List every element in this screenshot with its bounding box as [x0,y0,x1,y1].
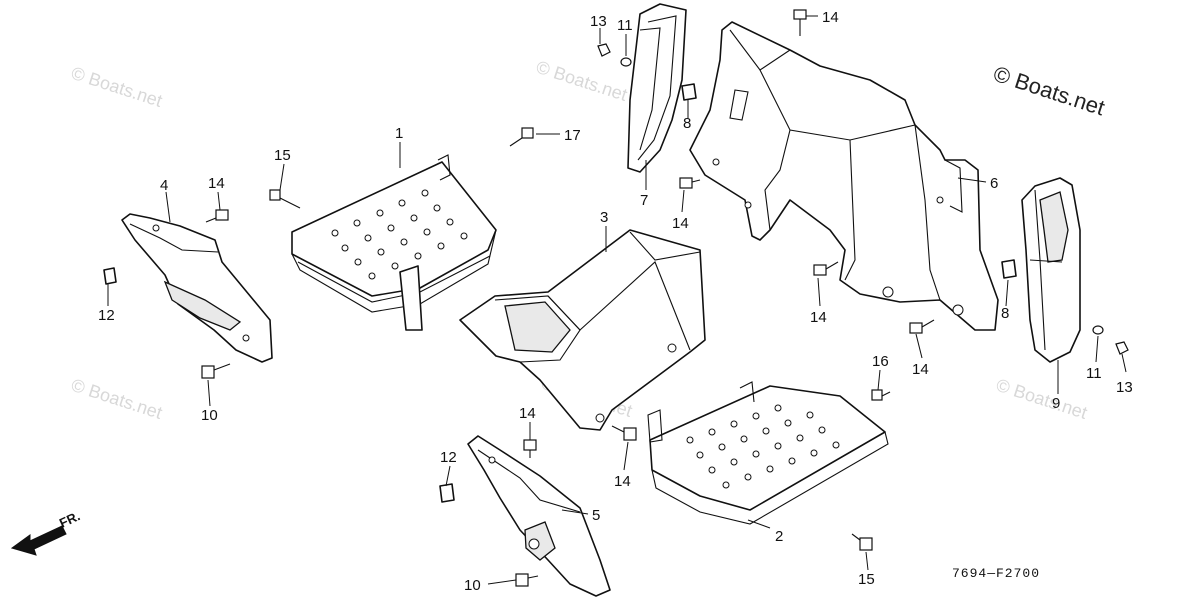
part-7-trim[interactable] [627,3,687,173]
clip-12b [439,483,455,503]
bolt-14-left [205,209,229,223]
callout-8b: 8 [1001,305,1009,322]
bolt-14-mid [679,177,701,189]
part-1-step-tray[interactable] [291,154,497,331]
nut-13a [597,43,611,57]
watermark: © Boats.net [69,63,165,111]
washer-11b [1092,325,1104,335]
bolt-16 [871,389,891,401]
bolts [201,9,935,587]
callout-6: 6 [990,175,998,192]
callout-1: 1 [395,125,403,142]
leader-lines [107,15,1127,585]
callout-13b: 13 [1116,379,1133,396]
callout-15b: 15 [858,571,875,588]
callout-14f: 14 [519,405,536,422]
callout-15a: 15 [274,147,291,164]
callout-11b: 11 [1086,365,1102,382]
clips-and-washers [103,43,1129,503]
callout-14b: 14 [208,175,225,192]
bolt-17 [509,127,534,147]
callout-14c: 14 [672,215,689,232]
part-4-side-cover[interactable] [121,213,273,363]
diagram-code: 7694—F2700 [952,566,1040,581]
watermark: © Boats.net [69,375,165,423]
callout-14a: 14 [822,9,839,26]
part-5-side-cover[interactable] [467,435,611,597]
callout-9: 9 [1052,395,1060,412]
front-direction-arrow: FR. [10,508,82,556]
callout-17: 17 [564,127,581,144]
callout-10b: 10 [464,577,481,594]
callout-5: 5 [592,507,600,524]
callout-4: 4 [160,177,168,194]
part-2-step-tray[interactable] [647,381,889,525]
part-3-center-duct[interactable] [459,229,706,431]
clip-12a [103,267,117,285]
watermark: © Boats.net [534,57,630,105]
bolt-15-bottom [851,533,873,551]
washer-11a [620,57,632,67]
callout-16: 16 [872,353,889,370]
tray-holes [686,404,840,489]
bolt-14-center [523,439,537,458]
callout-2: 2 [775,528,783,545]
callout-12a: 12 [98,307,115,324]
callout-3: 3 [600,209,608,226]
clip-8b [1001,259,1017,279]
tray-holes [331,189,468,280]
part-9-trim[interactable] [1021,177,1081,363]
watermark: © Boats.net [994,375,1090,423]
clip-8a [681,83,697,101]
bolt-14-top [793,9,807,36]
callout-12b: 12 [440,449,457,466]
direction-label: FR. [57,508,82,530]
brand-watermark: © Boats.net [990,61,1107,120]
arrow-icon [10,525,67,556]
bolt-10-left [201,363,231,379]
callout-8a: 8 [683,115,691,132]
bolt-14-right1 [813,261,839,276]
bolt-14-lower [611,425,637,441]
callout-14g: 14 [614,473,631,490]
bolt-15-top [269,189,301,209]
callout-13a: 13 [590,13,607,30]
callouts: 1 2 3 4 5 6 7 8 8 9 10 10 11 11 12 12 13… [98,9,1133,594]
callout-7: 7 [640,192,648,209]
callout-10a: 10 [201,407,218,424]
bolt-10-bottom [515,573,539,587]
callout-11a: 11 [617,17,633,34]
nut-13b [1115,341,1129,355]
callout-14d: 14 [810,309,827,326]
callout-14e: 14 [912,361,929,378]
bolt-14-right2 [909,319,935,334]
part-6-frame-cover[interactable] [689,21,999,331]
